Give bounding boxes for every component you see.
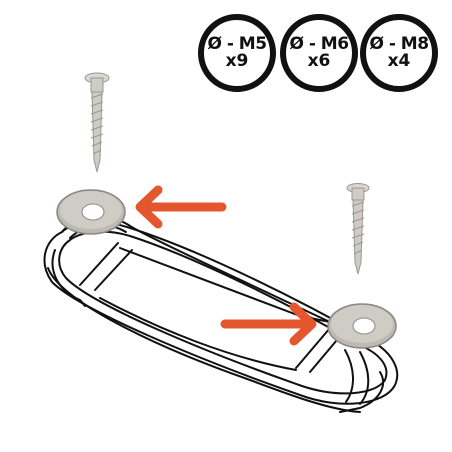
- washer-icon: [56, 189, 126, 235]
- size-label: Ø - M5: [207, 34, 267, 54]
- arrow-icon: [220, 302, 317, 346]
- quantity-label: x9: [225, 51, 249, 71]
- size-label: Ø - M6: [289, 34, 349, 54]
- size-badge-m6: Ø - M6 x6: [280, 14, 358, 92]
- size-badge-m8: Ø - M8 x4: [360, 14, 438, 92]
- screw-icon: [84, 72, 110, 173]
- quantity-label: x4: [387, 51, 411, 71]
- quantity-label: x6: [307, 51, 331, 71]
- washer-icon: [327, 303, 397, 349]
- screw-icon: [346, 183, 370, 275]
- size-label: Ø - M8: [369, 34, 429, 54]
- arrow-icon: [135, 185, 227, 229]
- size-badge-m5: Ø - M5 x9: [198, 14, 276, 92]
